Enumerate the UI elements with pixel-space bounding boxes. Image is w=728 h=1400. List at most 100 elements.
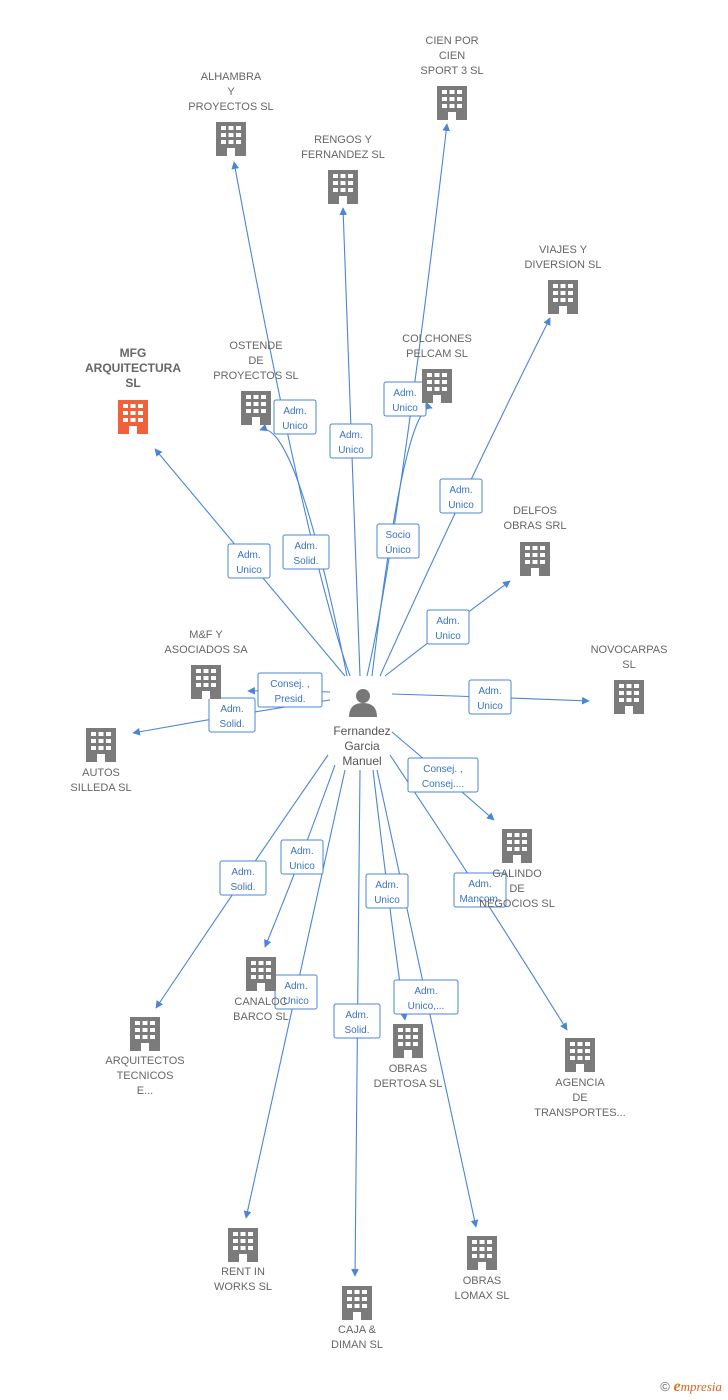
edge-label-text: Consej.... [422, 779, 464, 790]
company-label-line: ARQUITECTURA [85, 361, 181, 375]
edge-label-text: Adm. [393, 388, 416, 399]
edge-label-text: Adm. [237, 550, 260, 561]
building-icon [86, 728, 116, 762]
company-label-line: RENGOS Y [314, 134, 373, 146]
edge-label-text: Unico [477, 701, 503, 712]
building-icon [130, 1017, 160, 1051]
company-label-line: DIVERSION SL [524, 259, 601, 271]
edge-label-obrasdertosa[interactable]: Adm. Unico [365, 873, 409, 909]
edge-label-box [393, 979, 459, 1015]
company-label-line: SL [125, 376, 140, 390]
edge-label-novocarpas[interactable]: Adm.Unico [468, 679, 512, 715]
edge-label-rengos[interactable]: Adm.Unico [329, 423, 373, 459]
edge-label-box [227, 543, 271, 579]
edge-label-box [453, 872, 507, 908]
edge-label-caja[interactable]: Adm. Solid. [333, 1003, 381, 1039]
edge-label-ostende[interactable]: Adm.Unico [273, 399, 317, 435]
company-label-line: DE [248, 355, 263, 367]
edge-label-colchones[interactable]: Adm.Unico [383, 381, 427, 417]
building-icon [241, 391, 271, 425]
company-label-line: LOMAX SL [454, 1290, 509, 1302]
edge-label-rentin[interactable]: Adm.Unico [274, 974, 318, 1010]
edge-label-box [426, 609, 470, 645]
edge-label-text: Unico [338, 445, 364, 456]
company-label-line: AUTOS [82, 767, 120, 779]
company-label-line: PROYECTOS SL [213, 370, 298, 382]
edge-label-text: Unico [236, 565, 262, 576]
company-label-line: DERTOSA SL [374, 1078, 443, 1090]
edge-label-text: Adm. [345, 1010, 368, 1021]
edge-label-galindo[interactable]: Consej. ,Consej.... [407, 757, 479, 793]
company-label-line: NEGOCIOS SL [479, 898, 555, 910]
company-node-ostende[interactable]: OSTENDE DE PROYECTOS SL [213, 340, 299, 425]
edge-label-obraslomax[interactable]: Adm.Unico,... [393, 979, 459, 1015]
edge-label-text: Solid. [344, 1025, 369, 1036]
company-node-caja[interactable]: CAJA &DIMAN SL [331, 1286, 383, 1351]
building-icon [502, 829, 532, 863]
edge-label-text: Adm. [231, 867, 254, 878]
company-label-line: DE [572, 1092, 587, 1104]
company-label-line: MFG [120, 346, 147, 360]
company-label-line: AGENCIA [555, 1077, 605, 1089]
building-icon [342, 1286, 372, 1320]
company-label-line: OSTENDE [229, 340, 282, 352]
edge-label-text: Adm. [290, 846, 313, 857]
company-label-line: CAJA & [338, 1324, 377, 1336]
edge-label-box [257, 672, 323, 708]
company-label-line: WORKS SL [214, 1281, 272, 1293]
edge-label-box [468, 679, 512, 715]
edge-label-agencia[interactable]: Adm.Mancom. [453, 872, 507, 908]
edge-label-mfasociados[interactable]: Consej. ,Presid. [257, 672, 323, 708]
brand-logo-initial: e [673, 1378, 681, 1395]
company-label-line: ARQUITECTOS [105, 1055, 184, 1067]
company-node-arquitectos[interactable]: ARQUITECTOSTECNICOSE... [105, 1017, 185, 1097]
edge-label-text: Socio [385, 530, 410, 541]
edge-label-text: Unico [283, 996, 309, 1007]
edge-label-delfos[interactable]: Adm.Unico [426, 609, 470, 645]
edge-label-box [273, 399, 317, 435]
edge-label-text: Único [385, 543, 411, 556]
company-label-line: DELFOS [513, 505, 557, 517]
building-icon [393, 1024, 423, 1058]
company-label-line: ALHAMBRA [201, 71, 262, 83]
edge-label-box [282, 534, 330, 570]
edge-label-text: Solid. [293, 556, 318, 567]
edge-label-box [219, 860, 267, 896]
company-label-line: OBRAS SRL [504, 520, 567, 532]
edge-label-alhambra[interactable]: Adm.Solid. [282, 534, 330, 570]
edge-label-box [329, 423, 373, 459]
company-label-line: GALINDO [492, 868, 542, 880]
building-icon [614, 680, 644, 714]
company-node-agencia[interactable]: AGENCIADETRANSPORTES... [534, 1038, 626, 1119]
company-label-line: M&F Y [189, 629, 223, 641]
edge-label-text: Unico [374, 895, 400, 906]
edge-label-canaloc[interactable]: Adm.Unico [280, 839, 324, 875]
edge-label-box [365, 873, 409, 909]
edge-label-arquitectos[interactable]: Adm.Solid. [219, 860, 267, 896]
edge-label-autos[interactable]: Adm.Solid. [208, 697, 256, 733]
person-label-line: Fernandez [333, 724, 390, 738]
edge-label-viajes[interactable]: Adm.Unico [439, 478, 483, 514]
company-node-delfos[interactable]: DELFOS OBRAS SRL [504, 505, 567, 576]
company-label-line: TECNICOS [117, 1070, 174, 1082]
edge-label-mfg[interactable]: Adm. Unico [227, 543, 271, 579]
edge-label-text: Adm. [375, 880, 398, 891]
edge-label-text: Unico [435, 631, 461, 642]
